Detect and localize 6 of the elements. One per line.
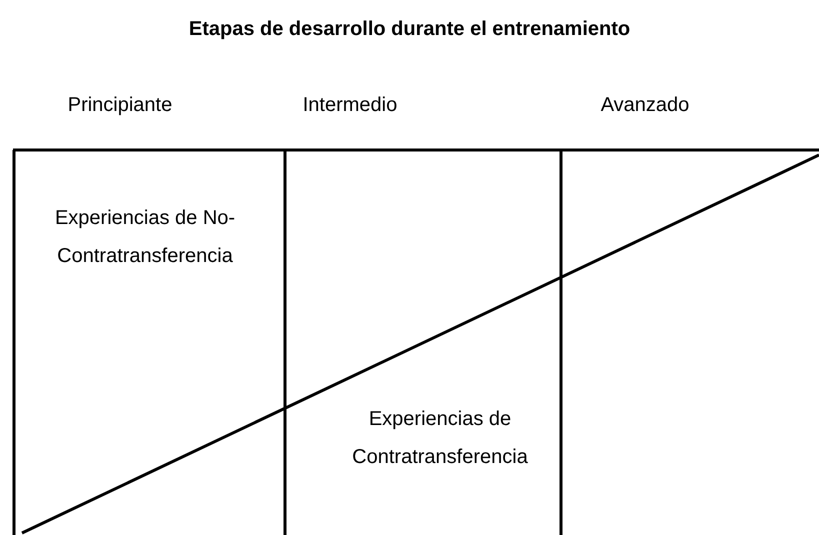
- column-heading: Principiante: [66, 93, 174, 118]
- column-heading: Intermedio: [302, 93, 398, 118]
- diagram-title: Etapas de desarrollo durante el entrenamiento: [188, 18, 632, 41]
- column-heading: Avanzado: [600, 93, 690, 118]
- region-label: Experiencias de Contratransferencia: [351, 407, 529, 470]
- region-label: Experiencias de No-Contratransferencia: [54, 206, 236, 269]
